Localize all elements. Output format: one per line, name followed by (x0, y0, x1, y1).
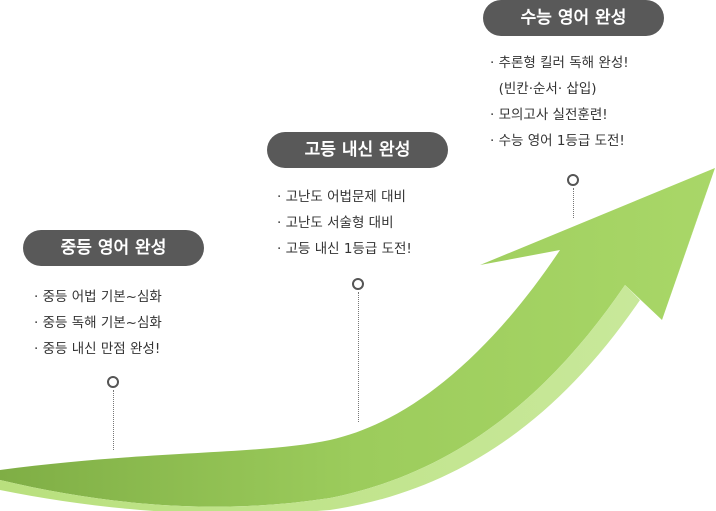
list-item: · 추론형 킬러 독해 완성! (490, 55, 629, 71)
stage-2-title: 고등 내신 완성 (267, 132, 448, 168)
stage-2-marker-dot (352, 278, 364, 290)
list-item: (빈칸·순서· 삽입) (490, 81, 597, 97)
list-item: · 중등 어법 기본~심화 (34, 289, 162, 305)
list-item: · 모의고사 실전훈련! (490, 107, 608, 123)
stage-2-marker-line (358, 292, 359, 422)
list-item: · 수능 영어 1등급 도전! (490, 133, 625, 149)
stage-3-list: · 추론형 킬러 독해 완성! (빈칸·순서· 삽입) · 모의고사 실전훈련!… (490, 50, 629, 154)
arrowhead-bevel (662, 168, 715, 320)
stage-1-list: · 중등 어법 기본~심화 · 중등 독해 기본~심화 · 중등 내신 만점 완… (34, 284, 162, 362)
list-item: · 중등 내신 만점 완성! (34, 341, 161, 357)
stage-1-marker-line (113, 390, 114, 450)
stage-1-marker-dot (107, 376, 119, 388)
list-item: · 고난도 서술형 대비 (277, 215, 394, 231)
stage-3-marker-dot (567, 174, 579, 186)
list-item: · 고등 내신 1등급 도전! (277, 241, 412, 257)
arrow-fold (0, 285, 640, 511)
list-item: · 중등 독해 기본~심화 (34, 315, 162, 331)
stage-3-marker-line (573, 188, 574, 218)
arrow-body (0, 168, 715, 507)
stage-3-title: 수능 영어 완성 (483, 0, 664, 36)
stage-1-title: 중등 영어 완성 (23, 230, 204, 266)
stage-2-list: · 고난도 어법문제 대비 · 고난도 서술형 대비 · 고등 내신 1등급 도… (277, 184, 412, 262)
list-item: · 고난도 어법문제 대비 (277, 189, 406, 205)
